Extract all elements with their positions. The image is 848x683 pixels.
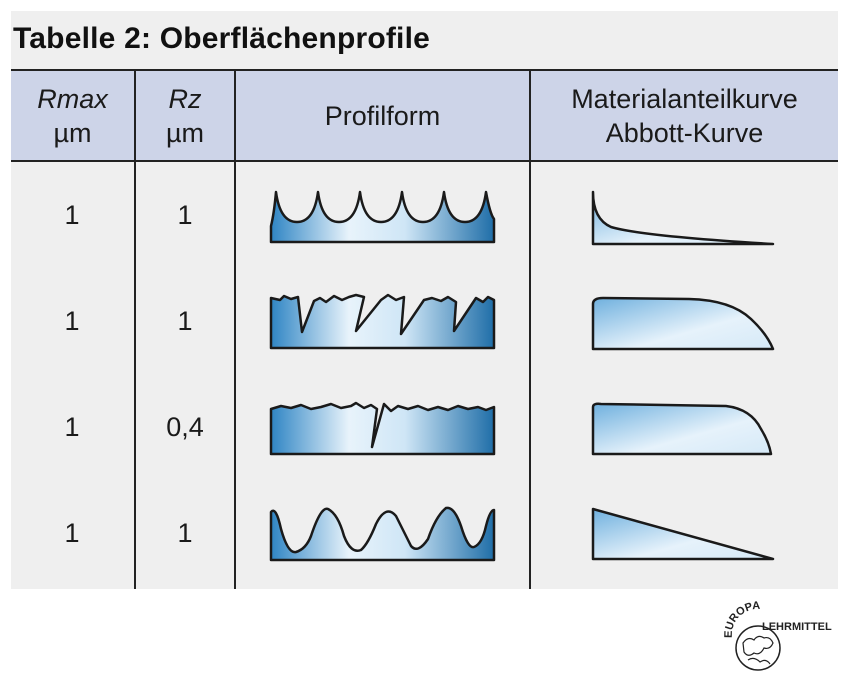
- logo-side-text: LEHRMITTEL: [762, 621, 832, 633]
- row4-rmax: 1: [64, 518, 80, 548]
- row2-rz: 1: [177, 306, 193, 336]
- abbott-row1: [591, 190, 775, 246]
- header-row: [11, 69, 838, 162]
- profile-row2: [269, 293, 496, 350]
- row1-rz: 1: [177, 200, 193, 230]
- column-divider-3: [529, 69, 531, 589]
- header-rmax-unit: µm: [53, 117, 92, 148]
- row3-rmax: 1: [64, 412, 80, 442]
- abbott-curves: [591, 190, 775, 561]
- row4-rz: 1: [177, 518, 193, 548]
- header-abbott: Materialanteilkurve Abbott-Kurve: [531, 69, 838, 162]
- profile-row3: [269, 401, 496, 456]
- row3-rz: 0,4: [166, 412, 204, 442]
- table-title: Tabelle 2: Oberflächenprofile: [13, 22, 431, 55]
- header-rz-symbol: Rz: [168, 83, 202, 114]
- row2-rmax: 1: [64, 306, 80, 336]
- header-abbott-line1: Materialanteilkurve: [571, 83, 798, 114]
- europa-lehrmittel-logo: EUROPA LEHRMITTEL: [723, 600, 832, 671]
- profile-row1: [269, 190, 496, 244]
- header-rz-unit: µm: [165, 117, 205, 148]
- header-rz: Rz µm: [136, 69, 234, 162]
- header-rmax: Rmax µm: [11, 69, 134, 162]
- row1-rmax: 1: [64, 200, 80, 230]
- header-profilform-label: Profilform: [324, 100, 441, 131]
- header-rmax-symbol: Rmax: [37, 83, 108, 114]
- header-profilform: Profilform: [236, 69, 529, 162]
- profile-row4: [269, 506, 496, 562]
- header-abbott-line2: Abbott-Kurve: [605, 117, 764, 148]
- column-divider-1: [134, 69, 136, 589]
- column-divider-2: [234, 69, 236, 589]
- abbott-row4: [591, 507, 775, 561]
- profile-shapes: [269, 190, 496, 562]
- abbott-row2: [591, 296, 775, 351]
- abbott-row3: [591, 402, 773, 456]
